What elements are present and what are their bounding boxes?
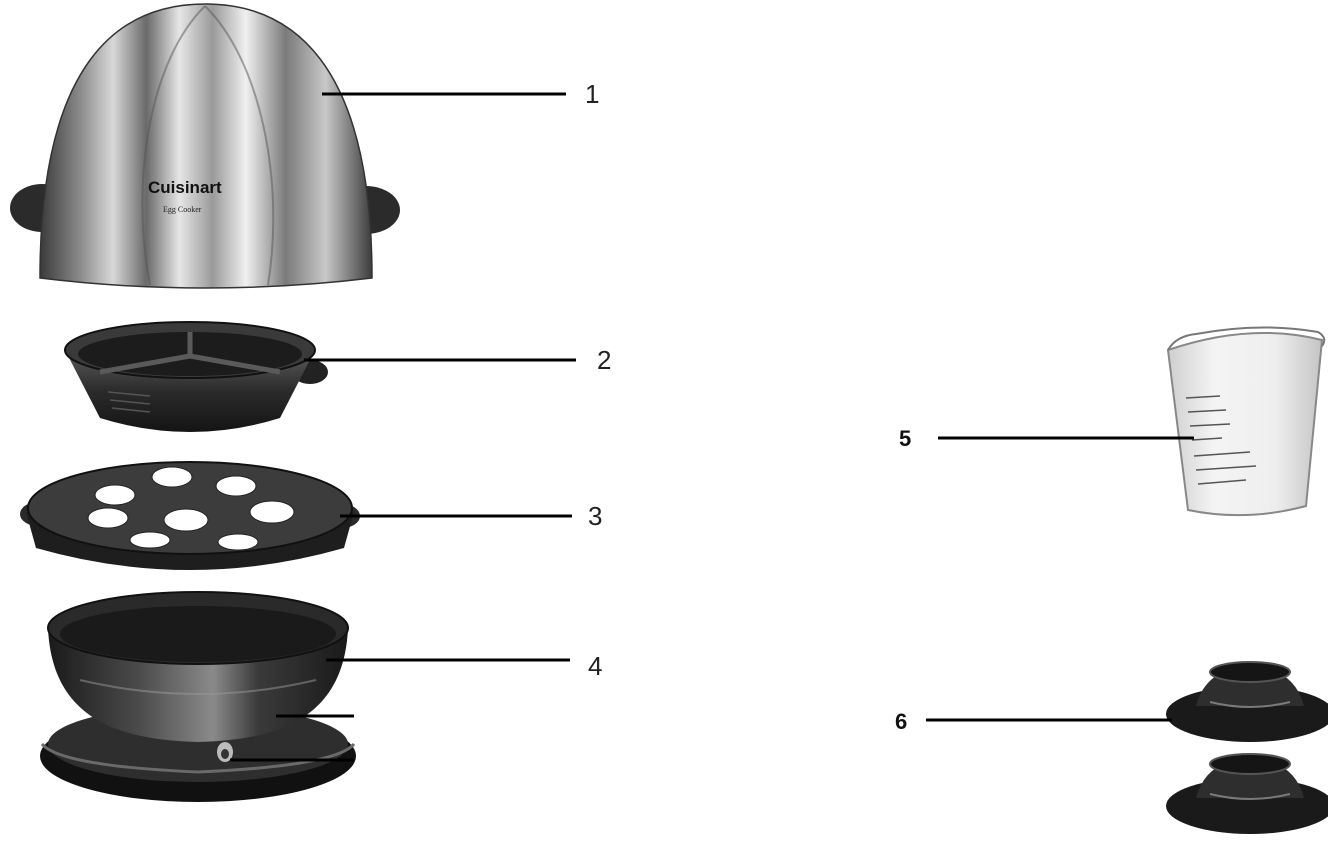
- egg-holder-bottom: [1166, 754, 1328, 834]
- measuring-cup: [1168, 327, 1324, 515]
- egg-holders: [1166, 662, 1328, 834]
- product-logo: Egg Cooker: [163, 205, 202, 214]
- brand-logo: Cuisinart: [148, 178, 222, 197]
- part-number-4: 4: [588, 651, 602, 681]
- part-number-6: 6: [895, 709, 907, 734]
- heating-base: [40, 592, 356, 802]
- part-number-3: 3: [588, 501, 602, 531]
- egg-rack: [20, 462, 360, 570]
- part-labels: 1 2 3 4 5 6: [585, 79, 911, 734]
- part-number-2: 2: [597, 345, 611, 375]
- part-number-5: 5: [899, 426, 911, 451]
- poaching-tray: [65, 322, 328, 432]
- dome-cover: Cuisinart Egg Cooker: [10, 4, 400, 288]
- egg-holder-top: [1166, 662, 1328, 742]
- part-number-1: 1: [585, 79, 599, 109]
